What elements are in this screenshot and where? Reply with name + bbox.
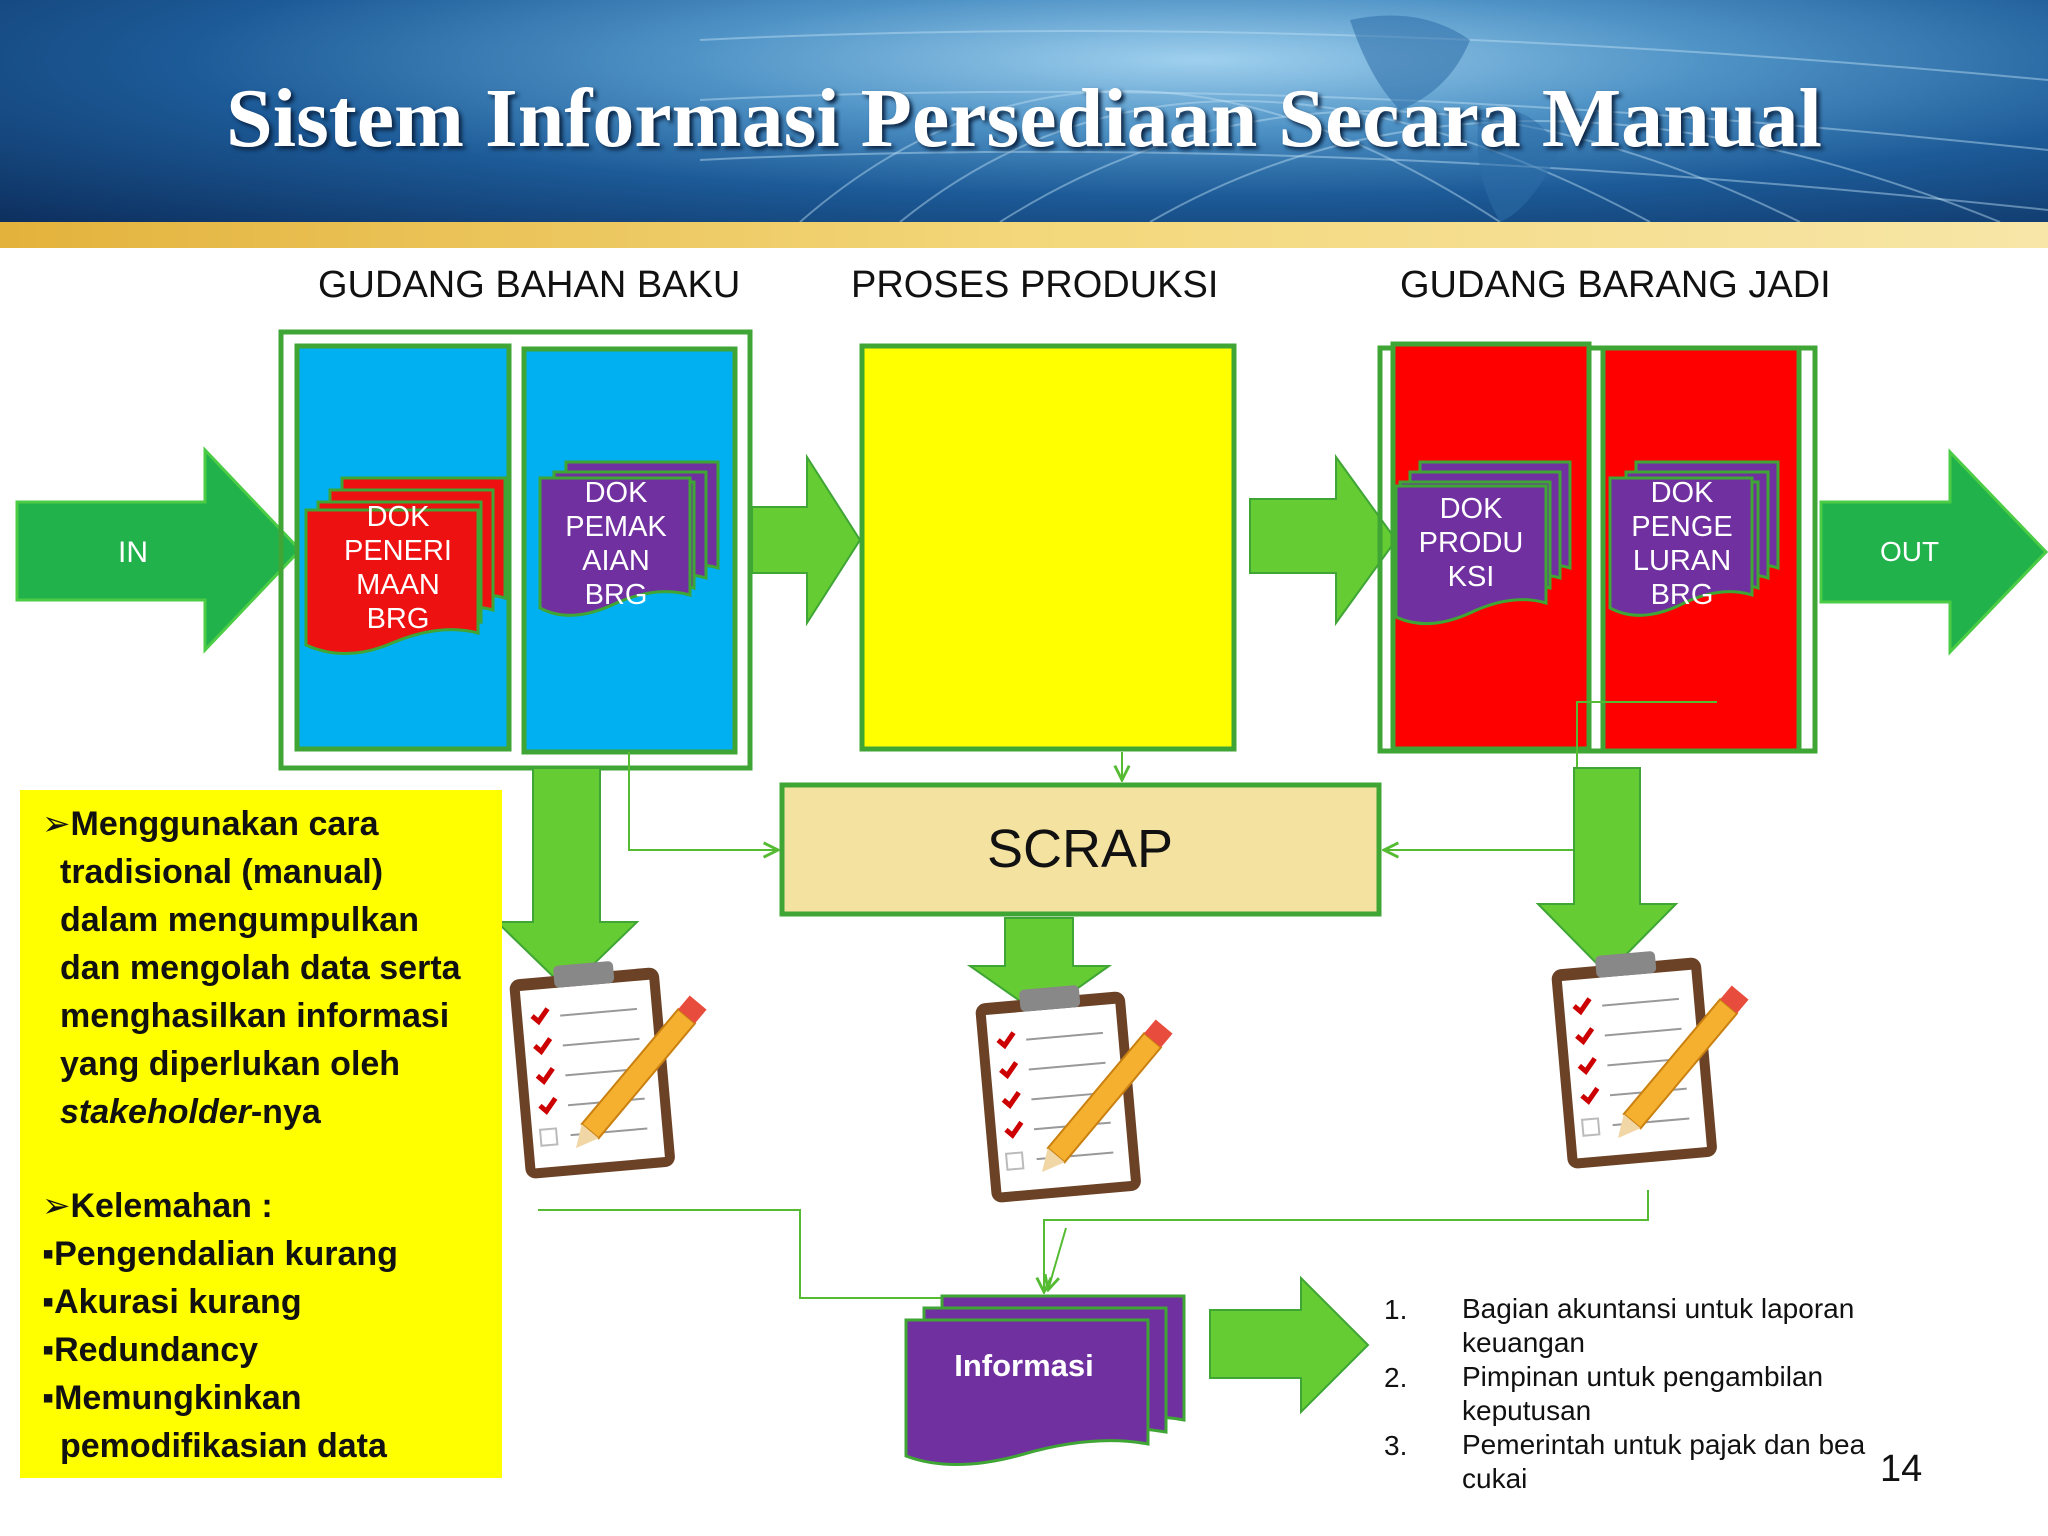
finished-warehouse-header: GUDANG BARANG JADI: [1400, 264, 1831, 306]
note-point1-line5: menghasilkan informasi: [60, 997, 450, 1035]
recipient-number: 3.: [1384, 1430, 1408, 1461]
arrow-raw-to-production: [751, 453, 862, 627]
note-point1-line4: dan mengolah data serta: [60, 949, 461, 987]
usage-document-stack: [538, 460, 720, 617]
recipient-number: 1.: [1384, 1294, 1408, 1325]
out-label: OUT: [1880, 536, 1940, 567]
title-banner: Sistem Informasi Persediaan Secara Manua…: [0, 0, 2048, 222]
raw-warehouse-frame: [278, 329, 753, 771]
note-point1-line3: dalam mengumpulkan: [60, 901, 419, 939]
scrap-box: [779, 782, 1382, 917]
clipboard-pencil-icon: [975, 985, 1173, 1203]
production-box: [859, 343, 1237, 752]
note-point2-title: ➢Kelemahan :: [42, 1187, 273, 1225]
information-label: Informasi: [954, 1348, 1094, 1383]
connector-finished-to-scrap: [1384, 701, 1717, 850]
arrow-production-to-finished: [1249, 453, 1398, 627]
note-point1-line7: stakeholder-nya: [60, 1093, 321, 1131]
scrap-label: SCRAP: [986, 819, 1174, 879]
raw-warehouse-header: GUDANG BAHAN BAKU: [318, 264, 741, 306]
weakness-item: ▪Memungkinkan: [42, 1379, 302, 1417]
weakness-item-continuation: pemodifikasian data: [60, 1427, 387, 1465]
note-point1-line6: yang diperlukan oleh: [60, 1045, 401, 1083]
release-document-stack: [1608, 460, 1780, 617]
finished-warehouse-frame: [1377, 345, 1818, 754]
connector-left-to-info: [538, 1209, 1000, 1299]
weakness-item: ▪Redundancy: [42, 1331, 259, 1369]
connector-right-to-info: [1044, 1190, 1649, 1292]
receipt-document-stack: [304, 476, 507, 655]
recipient-number: 2.: [1384, 1362, 1408, 1393]
in-arrow: [15, 446, 303, 654]
page-number: 14: [1880, 1448, 1923, 1490]
weakness-item: ▪Pengendalian kurang: [42, 1235, 398, 1273]
title-underline: [0, 222, 2048, 248]
clipboard-pencil-icon: [509, 961, 707, 1179]
clipboard-pencil-icon: [1551, 951, 1749, 1169]
notes-panel: [20, 790, 502, 1478]
note-point1-line2: tradisional (manual): [60, 853, 384, 891]
arrow-info-to-recipients: [1209, 1275, 1370, 1415]
production-header: PROSES PRODUKSI: [851, 264, 1219, 306]
down-arrow-left: [494, 767, 640, 992]
connector-raw-to-scrap: [628, 752, 778, 850]
production-document-stack: [1394, 460, 1572, 626]
out-arrow: [1819, 448, 2048, 656]
in-label: IN: [118, 536, 148, 569]
weakness-item: ▪Akurasi kurang: [42, 1283, 302, 1321]
page-title: Sistem Informasi Persediaan Secara Manua…: [226, 72, 1822, 165]
information-document-stack: [904, 1294, 1186, 1466]
connector-center-to-info: [1048, 1227, 1067, 1290]
note-point1-line1: ➢Menggunakan cara: [42, 805, 379, 843]
down-arrow-right: [1535, 767, 1679, 976]
globe-background: [699, 15, 2048, 222]
